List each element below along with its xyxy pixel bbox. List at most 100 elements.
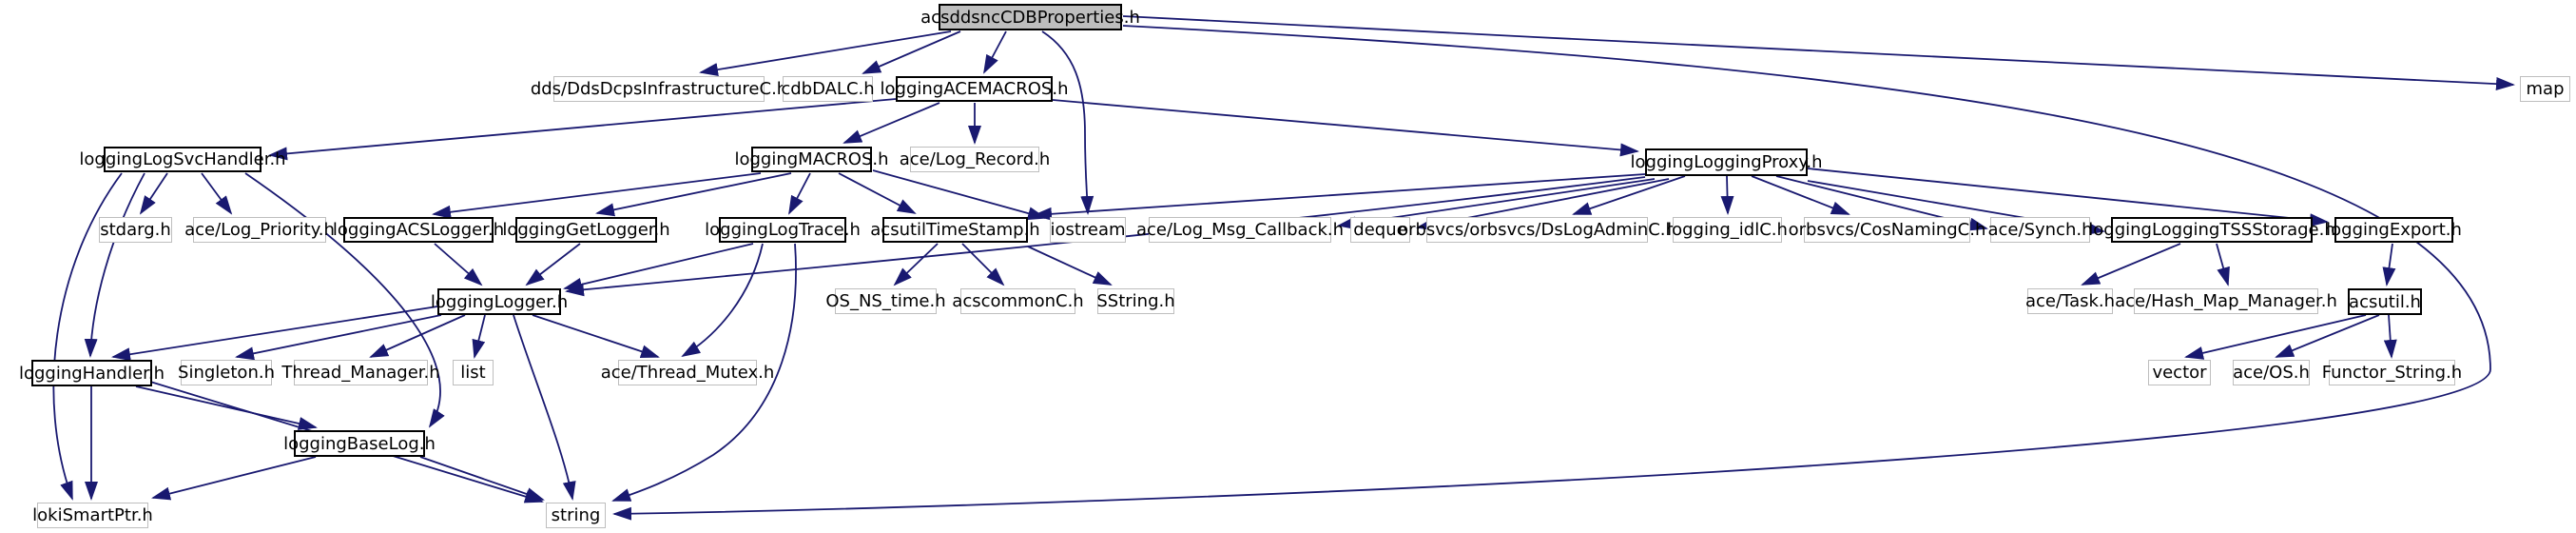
node-acetask: ace/Task.h (2024, 288, 2116, 314)
node-getlogger[interactable]: loggingGetLogger.h (502, 217, 670, 243)
node-label: loggingHandler.h (18, 363, 165, 384)
node-label: loggingACSLogger.h (332, 220, 505, 240)
node-logmsgcb: ace/Log_Msg_Callback.h (1136, 217, 1344, 243)
edge-proxy-logexport (1807, 168, 2329, 227)
edge-macros-getlogger (595, 172, 792, 217)
edge-acemacros-macros (843, 102, 940, 144)
edge-logger-threadmutex (532, 314, 660, 358)
edge-macros-acslogger (432, 172, 762, 219)
node-tss[interactable]: loggingLoggingTSSStorage.h (2088, 217, 2335, 243)
node-label: lokiSmartPtr.h (32, 505, 153, 525)
node-vector: vector (2148, 360, 2211, 385)
edge-logsvc-loki (52, 172, 123, 501)
node-dds: dds/DdsDcpsInfrastructureC.h (531, 76, 787, 102)
node-label: loggingACEMACROS.h (880, 79, 1069, 99)
node-dslogadmin: orbsvcs/orbsvcs/DsLogAdminC.h (1398, 217, 1676, 243)
node-threadmgr: Thread_Manager.h (281, 360, 440, 385)
edge-acslogger-logger (434, 243, 483, 286)
node-acemacros[interactable]: loggingACEMACROS.h (881, 76, 1068, 102)
node-singleton: Singleton.h (178, 360, 275, 385)
node-baselog[interactable]: loggingBaseLog.h (283, 430, 436, 457)
node-label: Singleton.h (178, 363, 275, 383)
edge-acsutil-aceos (2275, 314, 2380, 358)
node-functor: Functor_String.h (2322, 360, 2462, 385)
edge-proxy-cosnaming (1751, 175, 1850, 215)
node-string: string (546, 503, 606, 528)
node-label: orbsvcs/orbsvcs/DsLogAdminC.h (1398, 220, 1676, 240)
edge-macros-logtrace (788, 172, 811, 215)
edge-timestamp-acscommon (961, 243, 1005, 286)
edge-macros-timestamp (838, 172, 917, 214)
node-proxy[interactable]: loggingLoggingProxy.h (1631, 148, 1823, 176)
edge-baselog-string (419, 456, 545, 501)
node-cdbdalc: cdbDALC.h (781, 76, 875, 102)
node-logpriority: ace/Log_Priority.h (184, 217, 335, 243)
node-label: stdarg.h (100, 220, 171, 240)
edge-root-map (1122, 15, 2515, 90)
edge-logsvc-stdarg (139, 172, 168, 215)
node-label: deque (1353, 220, 1407, 240)
node-logexport[interactable]: loggingExport.h (2326, 217, 2462, 243)
node-stdarg: stdarg.h (99, 217, 172, 243)
node-label: iostream (1050, 220, 1126, 240)
node-label: loggingGetLogger.h (502, 220, 670, 240)
edge-handler-baselog (135, 385, 318, 430)
node-aceos: ace/OS.h (2233, 360, 2310, 385)
node-label: string (551, 505, 601, 525)
node-label: acsddsncCDBProperties.h (920, 7, 1140, 28)
node-label: ace/Hash_Map_Manager.h (2115, 291, 2337, 311)
edge-logger-handler (111, 306, 438, 362)
node-root: acsddsncCDBProperties.h (920, 4, 1140, 30)
edge-timestamp-osnstime (893, 243, 939, 286)
node-label: loggingExport.h (2326, 220, 2462, 240)
node-map: map (2520, 76, 2570, 102)
node-timestamp[interactable]: acsutilTimeStamp.h (870, 217, 1040, 243)
edge-logtrace-string (611, 243, 797, 502)
node-osnstime: OS_NS_time.h (825, 288, 946, 314)
node-logtrace[interactable]: loggingLogTrace.h (705, 217, 861, 243)
node-handler[interactable]: loggingHandler.h (19, 360, 165, 386)
node-label: ace/Log_Record.h (899, 149, 1051, 169)
edge-root-iostream (1041, 30, 1094, 215)
edge-macros-iostream (872, 169, 1047, 220)
edge-root-cdbdalc (862, 30, 961, 74)
node-label: dds/DdsDcpsInfrastructureC.h (530, 79, 788, 99)
edge-root-dds (699, 30, 952, 77)
node-deque: deque (1350, 217, 1410, 243)
node-logger[interactable]: loggingLogger.h (431, 288, 568, 315)
node-label: logging_idlC.h (1667, 220, 1788, 240)
edge-logexport-acsutil (2382, 243, 2396, 286)
edge-tss-hashmap (2216, 243, 2230, 286)
edge-acsutil-functor (2383, 314, 2397, 359)
edge-acemacros-logsvc (268, 98, 897, 161)
node-label: acscommonC.h (952, 291, 1084, 311)
node-loki: lokiSmartPtr.h (32, 503, 153, 528)
node-label: loggingBaseLog.h (283, 433, 436, 454)
edge-logtrace-threadmutex (681, 243, 764, 358)
node-label: cdbDALC.h (781, 79, 875, 99)
node-label: map (2526, 79, 2565, 99)
node-acsutil[interactable]: acsutil.h (2348, 288, 2422, 315)
node-logsvc[interactable]: loggingLogSvcHandler.h (79, 147, 286, 172)
edge-proxy-timestamp (1033, 173, 1646, 221)
node-label: acsutilTimeStamp.h (870, 220, 1040, 240)
edge-logsvc-logpriority (201, 172, 233, 215)
node-label: loggingLogger.h (430, 291, 569, 312)
node-idlc: logging_idlC.h (1667, 217, 1788, 243)
node-list: list (453, 360, 494, 385)
node-macros[interactable]: loggingMACROS.h (734, 147, 889, 172)
node-label: ace/Thread_Mutex.h (600, 363, 775, 383)
node-label: vector (2152, 363, 2207, 383)
edge-logsvc-baselog (244, 172, 445, 428)
edge-proxy-logger (565, 176, 1646, 297)
node-label: loggingLogSvcHandler.h (79, 149, 286, 169)
node-threadmutex: ace/Thread_Mutex.h (601, 360, 774, 385)
node-label: list (460, 363, 486, 383)
node-label: loggingLogTrace.h (705, 220, 861, 240)
node-acslogger[interactable]: loggingACSLogger.h (333, 217, 504, 243)
node-label: ace/Task.h (2024, 291, 2116, 311)
node-label: ace/OS.h (2233, 363, 2310, 383)
node-iostream: iostream (1050, 217, 1126, 243)
